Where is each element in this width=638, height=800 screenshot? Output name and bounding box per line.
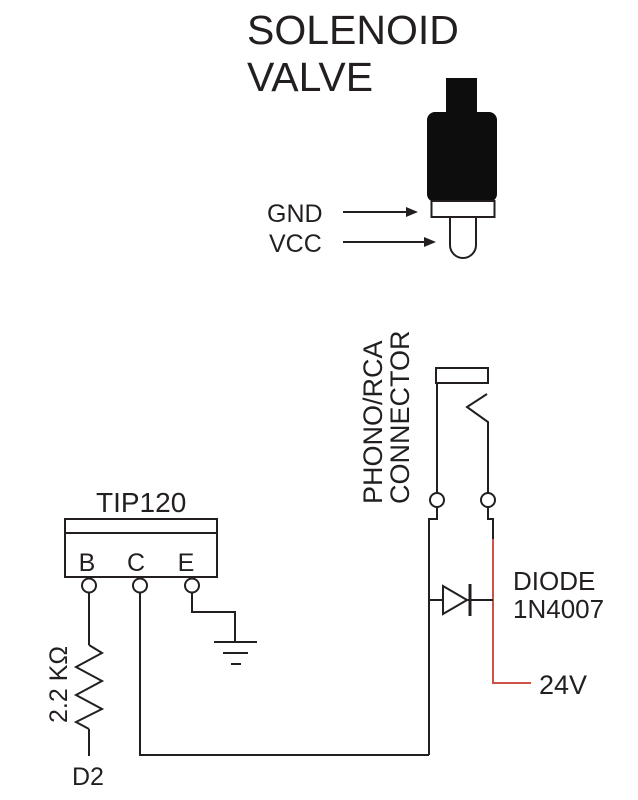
supply-24v-label: 24V	[539, 670, 587, 700]
terminal-collector	[132, 577, 148, 594]
rca-connector-symbol	[429, 367, 496, 508]
wire-rca-right-stub	[487, 507, 494, 539]
gnd-label: GND	[267, 200, 323, 228]
tip120-package: B C E	[64, 518, 218, 594]
connector-label-line2: CONNECTOR	[385, 330, 415, 504]
wire-emitter-to-ground	[191, 592, 236, 642]
valve-center-pin	[449, 216, 477, 259]
valve-cable-stub	[446, 78, 477, 114]
rca-spring-contact	[465, 393, 489, 493]
valve-ground-collar	[430, 200, 496, 218]
diode-label-line1: DIODE	[513, 566, 595, 596]
rca-terminal-left	[429, 492, 445, 508]
connector-label-line1: PHONO/RCA	[358, 340, 388, 504]
ground-symbol	[214, 641, 257, 665]
valve-body	[427, 112, 497, 202]
wire-24v-supply	[492, 539, 531, 684]
rca-terminal-right	[480, 492, 496, 508]
diagram-title-line2: VALVE	[247, 54, 373, 100]
diode-label-line2: 1N4007	[513, 594, 604, 624]
vcc-arrow-icon	[343, 237, 436, 247]
pin-label-base: B	[79, 549, 96, 577]
solenoid-valve-illustration	[427, 78, 497, 259]
terminal-emitter	[184, 577, 200, 594]
vcc-label: VCC	[269, 230, 322, 258]
tip120-outline	[64, 518, 218, 578]
base-signal-label: D2	[72, 763, 104, 791]
diode-anode-triangle	[442, 584, 469, 616]
diagram-title-line1: SOLENOID	[247, 7, 459, 53]
pin-label-collector: C	[127, 549, 145, 577]
gnd-arrow-icon	[343, 207, 418, 217]
resistor-value-label: 2.2 KΩ	[45, 646, 73, 723]
transistor-name-label: TIP120	[96, 487, 186, 518]
resistor-zigzag-symbol	[73, 644, 105, 730]
rca-sleeve	[435, 367, 489, 384]
wire-rca-left-to-bus	[428, 507, 438, 755]
wire-collector-bus	[139, 593, 429, 756]
terminal-base	[81, 577, 97, 594]
pin-label-emitter: E	[178, 549, 195, 577]
diode-symbol	[429, 584, 493, 616]
